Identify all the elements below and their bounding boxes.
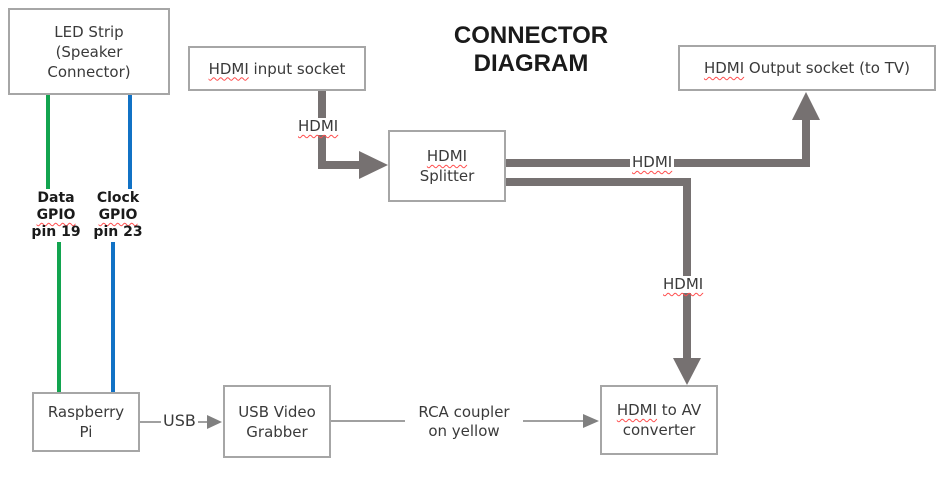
hdmi-in-arrowhead	[359, 151, 388, 179]
raspberry-pi-box: Raspberry Pi	[32, 392, 140, 452]
hdmi-to-tv-arrowhead	[792, 92, 820, 120]
hdmi-to-av-arrowhead	[673, 358, 701, 385]
usb-video-grabber-label-line1: USB Video	[238, 402, 316, 421]
led-strip-label-line1: LED Strip	[54, 22, 124, 41]
led-strip-label-line3: Connector)	[47, 62, 131, 81]
data-gpio-label-line1: Data	[37, 190, 75, 206]
hdmi-av-converter-label-line2: converter	[622, 421, 696, 439]
clock-gpio-label-line1: Clock	[96, 190, 140, 206]
rca-coupler-label: RCA coupler on yellow	[405, 403, 523, 441]
hdmi-output-socket-box: HDMI Output socket (to TV)	[678, 45, 936, 91]
hdmi-to-av-cable	[506, 178, 691, 358]
clock-gpio-wire	[111, 94, 132, 393]
data-gpio-label-line2: GPIO	[36, 207, 76, 223]
hdmi-splitter-label-line1: HDMI	[426, 147, 468, 165]
diagram-title: CONNECTOR DIAGRAM	[453, 22, 609, 77]
hdmi-output-socket-label: HDMI Output socket (to TV)	[703, 59, 911, 77]
data-gpio-label: Data GPIO pin 19	[24, 189, 88, 242]
hdmi-to-av-cable-label: HDMI	[661, 275, 706, 293]
hdmi-in-cable	[318, 90, 359, 169]
clock-gpio-label-line2: GPIO	[98, 207, 138, 223]
led-strip-label-line2: (Speaker	[55, 42, 123, 61]
data-gpio-label-line3: pin 19	[31, 224, 81, 240]
usb-video-grabber-label-line2: Grabber	[246, 422, 308, 441]
hdmi-splitter-label-line2: Splitter	[419, 167, 475, 185]
raspberry-pi-label-line1: Raspberry	[47, 403, 125, 421]
hdmi-splitter-box: HDMI Splitter	[388, 130, 506, 202]
clock-gpio-label-line3: pin 23	[93, 224, 143, 240]
usb-video-grabber-box: USB Video Grabber	[223, 385, 331, 458]
hdmi-av-converter-box: HDMI to AV converter	[600, 385, 718, 455]
hdmi-to-tv-cable	[506, 120, 810, 167]
hdmi-input-socket-label: HDMI input socket	[208, 59, 346, 78]
rca-coupler-label-line2: on yellow	[428, 422, 500, 440]
hdmi-av-converter-label-line1: HDMI to AV	[616, 401, 702, 419]
hdmi-in-cable-label: HDMI	[296, 117, 341, 135]
rca-arrowhead	[583, 414, 599, 428]
rca-coupler-label-line1: RCA coupler	[418, 403, 510, 421]
clock-gpio-label: Clock GPIO pin 23	[86, 189, 150, 242]
hdmi-input-socket-box: HDMI input socket	[188, 46, 366, 91]
raspberry-pi-label-line2: Pi	[79, 423, 93, 441]
led-strip-box: LED Strip (Speaker Connector)	[8, 8, 170, 95]
data-gpio-wire	[46, 94, 61, 393]
usb-cable-label: USB	[161, 411, 198, 430]
usb-arrowhead	[207, 415, 222, 429]
hdmi-to-tv-cable-label: HDMI	[630, 153, 675, 171]
